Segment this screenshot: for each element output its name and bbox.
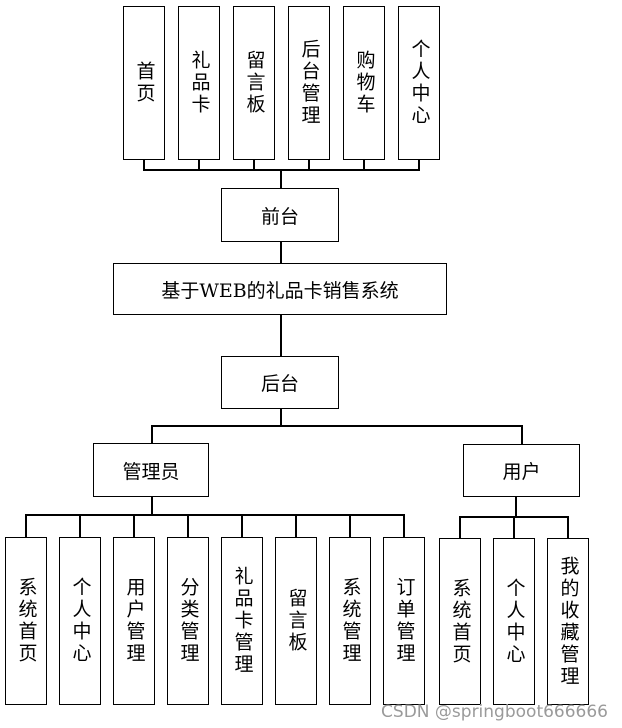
connector-line bbox=[187, 514, 189, 537]
front-module-box: 购物车 bbox=[343, 6, 385, 160]
connector-line bbox=[521, 425, 523, 445]
connector-line bbox=[133, 514, 135, 537]
connector-line bbox=[280, 169, 282, 189]
connector-line bbox=[418, 160, 420, 170]
user-module-box: 我的收藏管理 bbox=[547, 538, 589, 705]
user-box: 用户 bbox=[463, 444, 580, 497]
connector-line bbox=[403, 514, 405, 537]
front-module-label: 首页 bbox=[133, 61, 156, 105]
admin-module-label: 系统管理 bbox=[339, 577, 362, 665]
connector-line bbox=[308, 160, 310, 170]
backend-box: 后台 bbox=[221, 356, 339, 409]
front-module-box: 后台管理 bbox=[288, 6, 330, 160]
connector-line bbox=[567, 516, 569, 538]
admin-module-label: 礼品卡管理 bbox=[231, 566, 254, 676]
connector-line bbox=[143, 160, 145, 170]
connector-line bbox=[363, 160, 365, 170]
system-title: 基于WEB的礼品卡销售系统 bbox=[161, 279, 399, 302]
connector-line bbox=[280, 315, 282, 356]
connector-line bbox=[151, 425, 523, 427]
admin-module-box: 订单管理 bbox=[383, 537, 425, 705]
connector-line bbox=[241, 514, 243, 537]
front-module-label: 购物车 bbox=[353, 50, 376, 116]
connector-line bbox=[79, 514, 81, 537]
front-module-label: 礼品卡 bbox=[188, 50, 211, 116]
admin-module-box: 用户管理 bbox=[113, 537, 155, 705]
connector-line bbox=[253, 160, 255, 170]
connector-line bbox=[280, 242, 282, 263]
system-box: 基于WEB的礼品卡销售系统 bbox=[113, 263, 447, 315]
admin-module-box: 系统首页 bbox=[5, 537, 47, 705]
connector-line bbox=[459, 516, 461, 538]
front-module-box: 首页 bbox=[123, 6, 165, 160]
connector-line bbox=[513, 516, 515, 538]
connector-line bbox=[151, 497, 153, 514]
user-module-label: 个人中心 bbox=[503, 577, 526, 666]
front-module-box: 留言板 bbox=[233, 6, 275, 160]
admin-module-label: 用户管理 bbox=[123, 577, 146, 665]
connector-line bbox=[25, 514, 27, 537]
admin-module-label: 个人中心 bbox=[69, 577, 92, 665]
front-module-label: 后台管理 bbox=[298, 39, 321, 127]
admin-module-box: 礼品卡管理 bbox=[221, 537, 263, 705]
admin-title: 管理员 bbox=[122, 460, 180, 483]
front-module-box: 礼品卡 bbox=[178, 6, 220, 160]
admin-module-label: 订单管理 bbox=[393, 577, 416, 665]
connector-line bbox=[280, 409, 282, 426]
connector-line bbox=[198, 160, 200, 170]
admin-module-label: 系统首页 bbox=[15, 577, 38, 665]
backend-title: 后台 bbox=[260, 373, 299, 395]
connector-line bbox=[25, 514, 405, 516]
connector-line bbox=[349, 514, 351, 537]
user-module-label: 系统首页 bbox=[449, 577, 472, 666]
front-module-label: 留言板 bbox=[243, 50, 266, 116]
admin-module-box: 系统管理 bbox=[329, 537, 371, 705]
frontend-box: 前台 bbox=[221, 188, 339, 242]
frontend-title: 前台 bbox=[260, 205, 299, 228]
front-module-box: 个人中心 bbox=[398, 6, 440, 160]
user-module-box: 系统首页 bbox=[439, 538, 481, 705]
user-module-label: 我的收藏管理 bbox=[557, 555, 580, 688]
front-module-label: 个人中心 bbox=[408, 39, 431, 127]
user-module-box: 个人中心 bbox=[493, 538, 535, 705]
admin-box: 管理员 bbox=[93, 443, 209, 497]
watermark-text: CSDN @springboot666666 bbox=[381, 702, 608, 722]
admin-module-box: 分类管理 bbox=[167, 537, 209, 705]
connector-line bbox=[295, 514, 297, 537]
user-title: 用户 bbox=[502, 461, 541, 483]
admin-module-label: 分类管理 bbox=[177, 577, 200, 665]
connector-line bbox=[151, 425, 153, 444]
admin-module-label: 留言板 bbox=[285, 588, 308, 654]
admin-module-box: 留言板 bbox=[275, 537, 317, 705]
connector-line bbox=[515, 497, 517, 517]
admin-module-box: 个人中心 bbox=[59, 537, 101, 705]
